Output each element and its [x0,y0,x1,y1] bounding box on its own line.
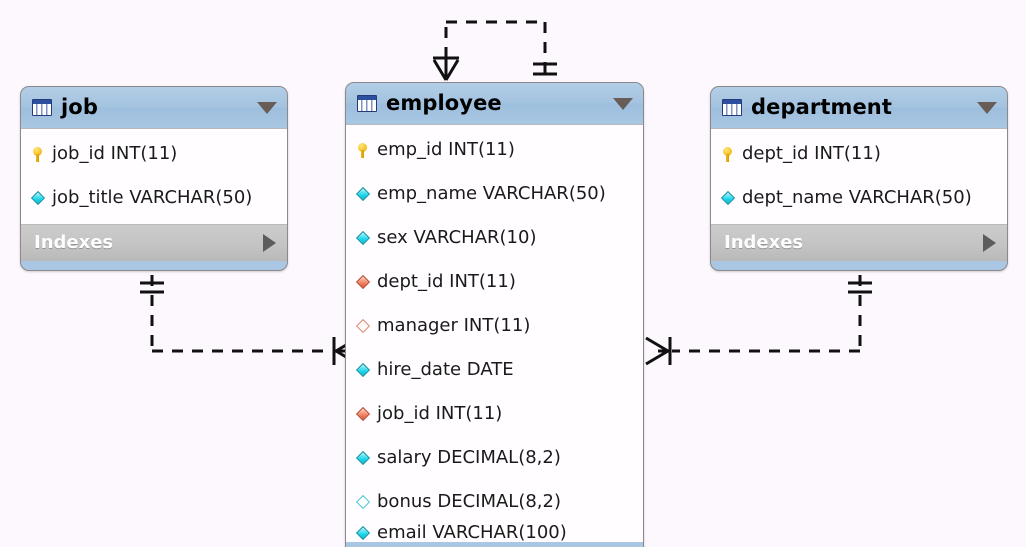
field-label: dept_id INT(11) [742,143,881,164]
table-icon [722,99,742,116]
primary-key-icon [720,145,737,163]
field-label: sex VARCHAR(10) [377,227,537,248]
entity-employee-header[interactable]: employee [346,83,643,124]
column-notnull-icon [30,189,47,207]
chevron-down-icon[interactable] [613,97,633,110]
column-notnull-icon [355,449,372,467]
field-row[interactable]: dept_id INT(11) [346,260,643,304]
field-row[interactable]: hire_date DATE [346,348,643,392]
field-label: hire_date DATE [377,359,514,380]
field-row[interactable]: sex VARCHAR(10) [346,216,643,260]
entity-department-header[interactable]: department [711,87,1007,128]
column-notnull-icon [720,189,737,207]
field-row[interactable]: emp_id INT(11) [346,128,643,172]
chevron-down-icon[interactable] [257,101,277,114]
table-icon [32,99,52,116]
field-row[interactable]: email VARCHAR(100) [346,524,643,542]
field-label: dept_name VARCHAR(50) [742,187,972,208]
column-notnull-icon [355,361,372,379]
field-row[interactable]: job_id INT(11) [21,132,287,176]
field-label: job_title VARCHAR(50) [52,187,253,208]
field-label: emp_id INT(11) [377,139,515,160]
field-row[interactable]: bonus DECIMAL(8,2) [346,480,643,524]
field-row[interactable]: job_id INT(11) [346,392,643,436]
field-label: emp_name VARCHAR(50) [377,183,606,204]
field-row[interactable]: job_title VARCHAR(50) [21,176,287,220]
foreign-key-nullable-icon [355,317,372,335]
entity-department-title: department [751,95,892,119]
entity-job[interactable]: job job_id INT(11) job_title VARCHAR(50)… [20,86,288,271]
column-notnull-icon [355,229,372,247]
chevron-right-icon[interactable] [263,234,276,252]
table-icon [357,95,377,112]
field-row[interactable]: dept_name VARCHAR(50) [711,176,1007,220]
field-row[interactable]: salary DECIMAL(8,2) [346,436,643,480]
entity-department-indexes-bar[interactable]: Indexes [711,225,1007,261]
field-label: manager INT(11) [377,315,531,336]
entity-job-indexes-bar[interactable]: Indexes [21,225,287,261]
primary-key-icon [30,145,47,163]
column-nullable-icon [355,493,372,511]
foreign-key-icon [355,273,372,291]
field-label: salary DECIMAL(8,2) [377,447,561,468]
column-notnull-icon [355,185,372,203]
relationship-department-to-employee [645,275,872,366]
field-row[interactable]: dept_id INT(11) [711,132,1007,176]
field-row[interactable]: manager INT(11) [346,304,643,348]
field-label: job_id INT(11) [52,143,178,164]
column-notnull-icon [355,524,372,542]
field-label: job_id INT(11) [377,403,503,424]
entity-job-fields: job_id INT(11) job_title VARCHAR(50) [21,128,287,225]
foreign-key-icon [355,405,372,423]
indexes-label: Indexes [724,232,804,253]
chevron-down-icon[interactable] [977,101,997,114]
entity-job-title: job [61,95,98,119]
entity-job-header[interactable]: job [21,87,287,128]
field-label: bonus DECIMAL(8,2) [377,491,562,512]
entity-department-fields: dept_id INT(11) dept_name VARCHAR(50) [711,128,1007,225]
entity-employee-title: employee [386,91,502,115]
relationship-employee-manager-self [432,20,557,81]
field-label: dept_id INT(11) [377,271,516,292]
field-row[interactable]: emp_name VARCHAR(50) [346,172,643,216]
entity-department[interactable]: department dept_id INT(11) dept_name VAR… [710,86,1008,271]
indexes-label: Indexes [34,232,114,253]
relationship-job-to-employee [140,275,359,366]
entity-employee-fields: emp_id INT(11) emp_name VARCHAR(50) sex … [346,124,643,542]
primary-key-icon [355,141,372,159]
field-label: email VARCHAR(100) [377,524,567,542]
entity-employee[interactable]: employee emp_id INT(11) emp_name VARCHAR… [345,82,644,547]
chevron-right-icon[interactable] [983,234,996,252]
